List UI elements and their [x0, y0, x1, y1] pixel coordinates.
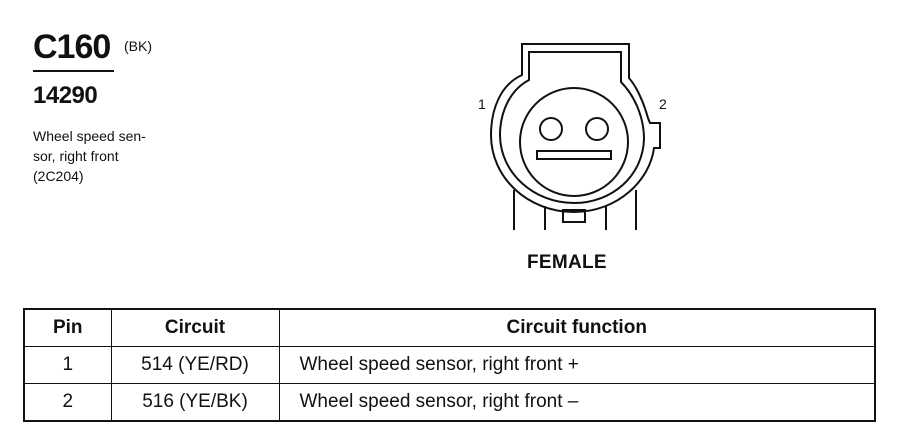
cell-circuit: 514 (YE/RD): [110, 346, 280, 384]
table-row: 1 514 (YE/RD) Wheel speed sensor, right …: [23, 346, 876, 384]
key-slot: [536, 150, 612, 160]
header-circuit: Circuit: [110, 308, 280, 347]
cell-circuit: 516 (YE/BK): [110, 383, 280, 422]
table-row: 2 516 (YE/BK) Wheel speed sensor, right …: [23, 383, 876, 422]
connector-gender: FEMALE: [527, 252, 607, 273]
description-line: Wheel speed sen-: [33, 128, 146, 144]
cell-pin: 2: [23, 383, 112, 422]
center-tab: [562, 209, 586, 223]
description-line: (2C204): [33, 168, 84, 184]
table-header-row: Pin Circuit Circuit function: [23, 308, 876, 347]
part-number: 14290: [33, 82, 98, 109]
cell-circuit-function: Wheel speed sensor, right front +: [278, 346, 876, 384]
outer-housing: [489, 43, 661, 214]
header-circuit-function: Circuit function: [278, 308, 876, 347]
color-code: (BK): [124, 38, 152, 54]
pin-cavity-2: [585, 117, 609, 141]
cavity-face: [519, 87, 629, 197]
connector-face-diagram: [489, 43, 661, 230]
right-lug: [605, 190, 637, 230]
pin-table: Pin Circuit Circuit function 1 514 (YE/R…: [23, 308, 876, 422]
inner-housing: [498, 51, 646, 205]
cell-circuit-function: Wheel speed sensor, right front –: [278, 383, 876, 422]
header-pin: Pin: [23, 308, 112, 347]
pin-label-2: 2: [659, 96, 667, 112]
component-description: Wheel speed sen- sor, right front (2C204…: [33, 126, 146, 186]
pin-cavity-1: [539, 117, 563, 141]
description-line: sor, right front: [33, 148, 119, 164]
connector-id-underline: [33, 70, 114, 72]
pin-label-1: 1: [478, 96, 486, 112]
cell-pin: 1: [23, 346, 112, 384]
connector-id: C160: [33, 28, 111, 66]
left-lug: [513, 190, 546, 230]
